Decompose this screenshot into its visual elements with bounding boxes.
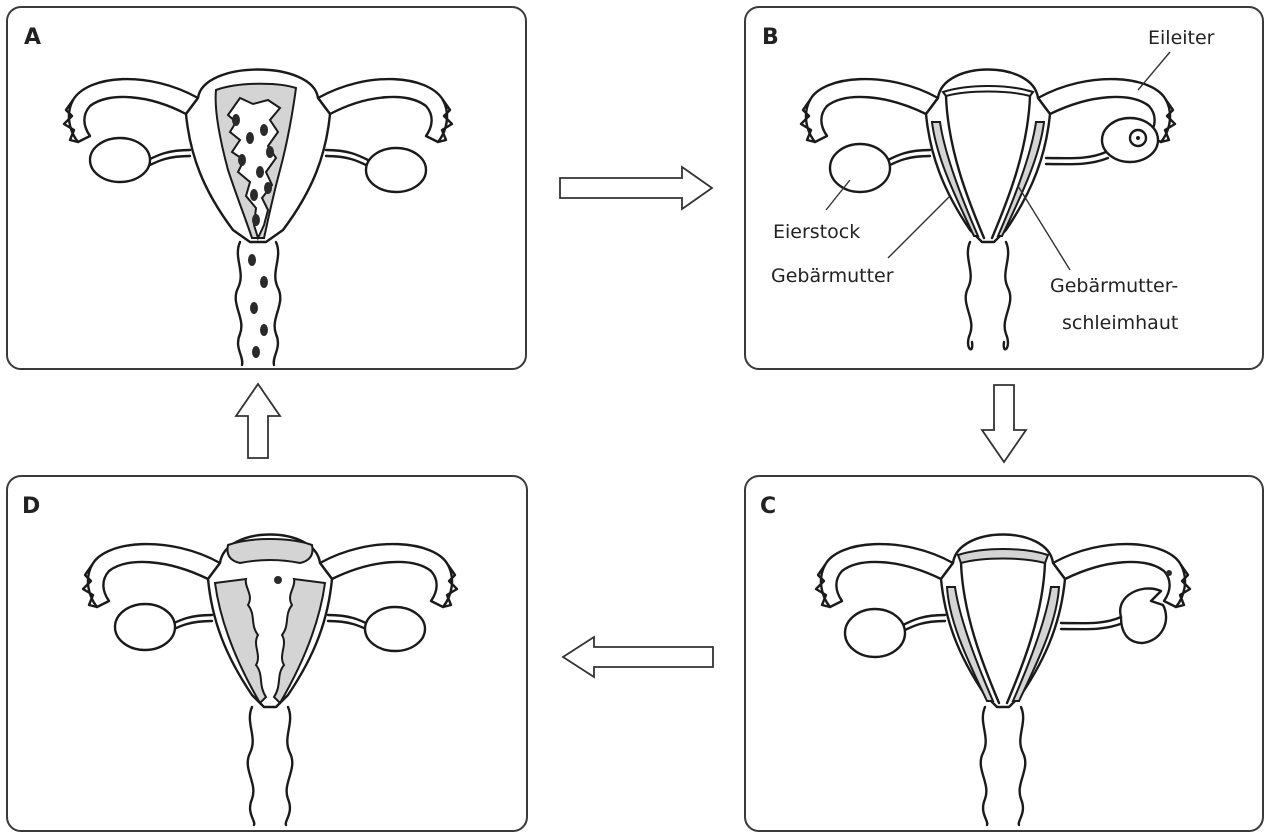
panel-a-letter: A	[24, 25, 41, 50]
arrow-c-to-d	[563, 637, 713, 677]
label-schleimhaut-line2: schleimhaut	[1062, 312, 1178, 334]
panel-d: D	[7, 476, 527, 831]
arrow-d-to-a	[236, 384, 280, 458]
panel-b-letter: B	[762, 25, 779, 50]
panel-c: C	[745, 476, 1263, 831]
label-gebaermutter: Gebärmutter	[771, 265, 894, 287]
arrow-b-to-c	[982, 385, 1026, 462]
panel-d-letter: D	[22, 494, 40, 519]
panel-a: A	[7, 7, 526, 369]
label-eierstock: Eierstock	[773, 221, 860, 243]
ovary-left-b	[830, 144, 890, 192]
arrow-a-to-b	[560, 167, 712, 209]
label-eileiter: Eileiter	[1148, 27, 1215, 49]
panel-b: B Eilei	[745, 7, 1263, 369]
label-schleimhaut-line1: Gebärmutter-	[1050, 275, 1178, 297]
panel-c-letter: C	[760, 494, 776, 519]
